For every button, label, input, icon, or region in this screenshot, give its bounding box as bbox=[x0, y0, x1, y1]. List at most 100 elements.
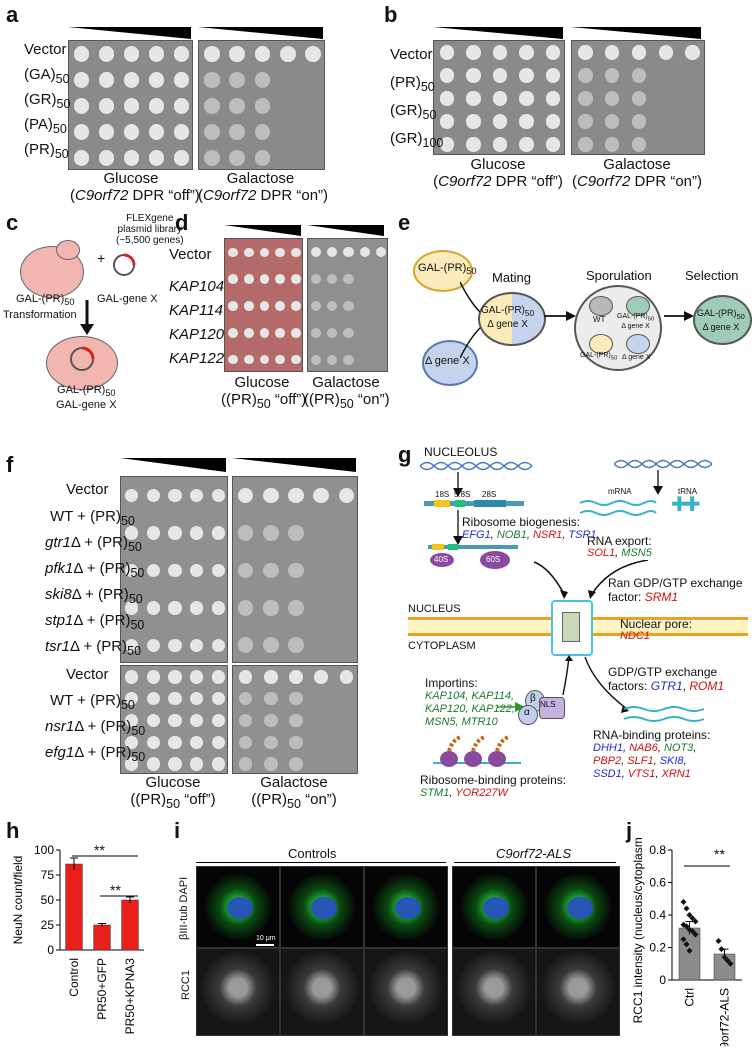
yeast-spot bbox=[125, 670, 139, 684]
yeast-spot bbox=[238, 691, 253, 706]
yeast-spot bbox=[237, 487, 254, 504]
yeast-spot bbox=[605, 91, 620, 106]
export-genes: SOL1, MSN5 bbox=[587, 547, 652, 559]
microscopy-tile-tubulin bbox=[280, 866, 364, 948]
yeast-spot bbox=[173, 124, 190, 140]
yeast-spot bbox=[148, 150, 165, 166]
row-label: stp1Δ + (PR)50 bbox=[45, 612, 145, 632]
yeast-spot bbox=[173, 150, 190, 166]
yeast-spot bbox=[288, 562, 304, 579]
yeast-spot bbox=[339, 670, 354, 684]
yeast-spot bbox=[203, 98, 220, 114]
yeast-spot bbox=[168, 757, 182, 771]
microscopy-tile-tubulin bbox=[536, 866, 620, 948]
arrow-icon bbox=[453, 510, 463, 545]
yeast-spot bbox=[311, 247, 322, 258]
yeast-spot bbox=[314, 670, 328, 684]
yeast-spot bbox=[168, 735, 182, 749]
cargo bbox=[539, 697, 565, 719]
yeast-spot bbox=[237, 637, 254, 654]
nls-label: NLS bbox=[540, 700, 556, 709]
yeast-spot bbox=[631, 114, 647, 129]
row-label: (GR)50 bbox=[24, 91, 71, 111]
panel-label: i bbox=[174, 818, 181, 843]
yeast-spot bbox=[291, 327, 301, 338]
yeast-spot bbox=[123, 98, 140, 114]
yeast-spot bbox=[259, 274, 270, 285]
caption-galactose: Galactose((PR)50 “on”) bbox=[251, 774, 337, 811]
yeast-spot bbox=[189, 757, 204, 771]
row-label: KAP104 bbox=[169, 278, 225, 295]
yeast-bud bbox=[56, 240, 80, 260]
data-point bbox=[724, 957, 731, 964]
yeast-spot bbox=[237, 525, 254, 541]
yeast-spot bbox=[125, 735, 139, 749]
yeast-spot bbox=[254, 72, 271, 88]
x-tick-label: Control bbox=[67, 958, 81, 997]
selected-cell bbox=[693, 295, 752, 345]
yeast-spot bbox=[262, 637, 279, 654]
rbp-line3: SSD1, VTS1, XRN1 bbox=[593, 768, 691, 780]
yeast-spot bbox=[146, 638, 161, 652]
selection-label: Selection bbox=[685, 268, 739, 283]
glucose-plate-bottom bbox=[120, 665, 228, 774]
glucose-plate bbox=[433, 40, 565, 155]
als-label: C9orf72-ALS bbox=[496, 846, 572, 861]
yeast-spot bbox=[264, 691, 278, 706]
yeast-spot bbox=[578, 45, 593, 60]
yeast-spot bbox=[375, 247, 386, 258]
row-label-rcc1: RCC1 bbox=[180, 970, 192, 1000]
yeast-spot bbox=[275, 327, 286, 338]
yeast-spot bbox=[211, 601, 225, 615]
y-axis-label: NeuN count/field bbox=[11, 856, 25, 945]
y-tick-label: 100 bbox=[34, 843, 54, 857]
data-point bbox=[718, 946, 725, 953]
y-tick-label: 0.2 bbox=[649, 941, 666, 955]
yeast-spot bbox=[238, 757, 253, 771]
yeast-spot bbox=[685, 45, 700, 60]
dna-icon bbox=[614, 459, 712, 469]
subunit-40s bbox=[430, 553, 454, 567]
yeast-spot bbox=[440, 91, 455, 106]
yeast-spot bbox=[275, 274, 286, 285]
caption-galactose: Galactose((PR)50 “on”) bbox=[304, 374, 390, 411]
yeast-spot bbox=[631, 45, 647, 60]
yeast-spot bbox=[203, 150, 220, 166]
yeast-spot bbox=[631, 137, 647, 152]
microscopy-tile-tubulin bbox=[452, 866, 536, 948]
yeast-spot bbox=[148, 124, 165, 140]
yeast-spot bbox=[189, 692, 204, 706]
yeast-spot bbox=[228, 274, 238, 285]
pore-channel bbox=[562, 612, 580, 642]
yeast-spot bbox=[228, 247, 238, 258]
yeast-spot bbox=[466, 91, 481, 106]
nucleus bbox=[395, 897, 421, 919]
yeast-spot bbox=[211, 638, 225, 652]
glucose-plate-top bbox=[120, 476, 228, 663]
yeast-spot bbox=[578, 114, 593, 129]
yeast-spot bbox=[168, 563, 182, 578]
data-point bbox=[683, 941, 690, 948]
nucleus bbox=[567, 897, 593, 919]
yeast-spot bbox=[125, 692, 139, 706]
dna-icon bbox=[420, 461, 533, 471]
row-label: nsr1Δ + (PR)50 bbox=[45, 718, 146, 738]
data-point bbox=[686, 912, 693, 918]
yeast-spot bbox=[146, 526, 161, 540]
yeast-spot bbox=[168, 601, 182, 615]
spore-gal bbox=[589, 334, 613, 354]
yeast-spot bbox=[492, 91, 508, 106]
spore-label: GAL-(PR)50 bbox=[580, 352, 618, 362]
yeast-spot bbox=[73, 72, 90, 88]
yeast-spot bbox=[229, 98, 245, 114]
yeast-spot bbox=[237, 562, 254, 579]
yeast-spot bbox=[545, 137, 560, 152]
data-point bbox=[689, 928, 696, 935]
yeast-spot bbox=[243, 354, 254, 365]
yeast-spot bbox=[146, 757, 161, 771]
yeast-spot bbox=[466, 45, 481, 60]
yeast-spot bbox=[305, 46, 322, 62]
trna-icon: ✚✚ bbox=[671, 494, 700, 516]
yeast-spot bbox=[275, 247, 286, 258]
